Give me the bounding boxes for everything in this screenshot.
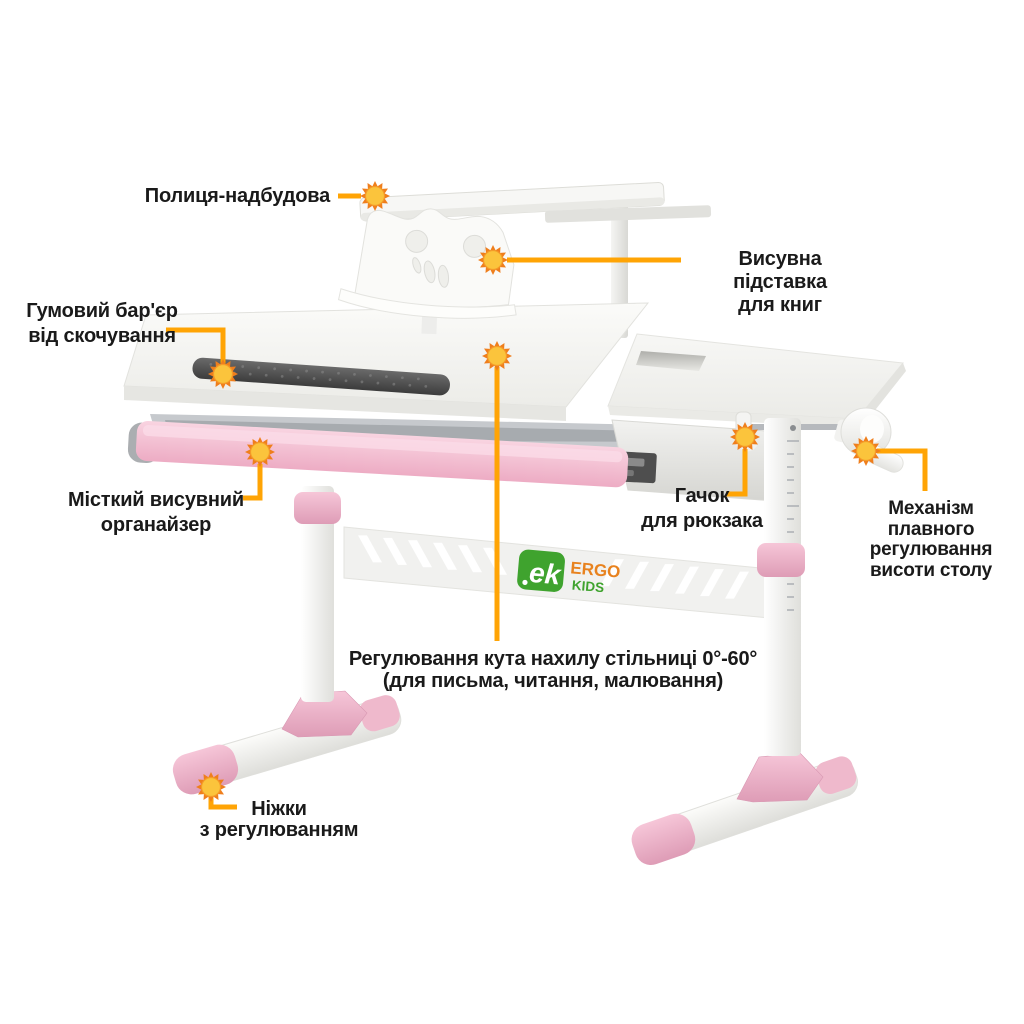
callout-line-barrier [166,327,226,365]
crossbar-slash [700,569,724,597]
sun-marker [482,341,512,371]
crossbar-slash [458,545,482,573]
crossbar-slash [725,571,749,599]
label-line: плавного [887,518,975,540]
crossbar-slash [433,542,457,570]
callout-line-mechanism [877,448,928,491]
callout-label-hook: Гачок для рюкзака [627,484,777,534]
logo-ek-text: ek [528,557,563,591]
callout-line-organizer [243,464,263,501]
callout-line-hook [726,449,748,497]
right-leg-clamp [757,543,805,577]
sun-marker [208,359,238,389]
sun-marker [245,437,275,467]
crossbar-slash [675,566,699,594]
crossbar-slash [358,535,382,563]
sun-marker [851,436,881,466]
label-line: (для письма, читання, малювання) [382,670,724,692]
callout-label-height-mechanism: Механізм плавного регулювання висоти сто… [848,498,1014,581]
label-line: для книг [738,294,822,316]
sun-marker [360,181,390,211]
label-line: органайзер [100,514,212,536]
crossbar-slash [625,561,649,589]
callout-label-rubber-barrier: Гумовий бар'єр від скочування [22,299,182,349]
label-line: регулювання [869,539,993,560]
callout-lines [166,193,928,810]
crossbar: ek ERGO KIDS [343,526,771,619]
sun-markers [196,181,881,802]
crossbar-slash [383,537,407,565]
label-line: Гачок [674,485,730,507]
book-stand [337,208,517,335]
crossbar-slash [650,564,674,592]
shelf-pole [611,196,628,338]
label-line: Гумовий бар'єр [26,300,178,322]
label-line: Висувна підставка [733,248,827,293]
crossbar-slashes [358,535,749,599]
sun-marker [196,772,226,802]
label-line: від скочування [28,325,176,347]
brand-logo: ek ERGO KIDS [517,549,622,596]
label-line: Місткий висувний [68,489,244,511]
callout-label-organizer: Місткий висувний органайзер [65,488,247,538]
logo-kids-text: KIDS [571,578,604,596]
organizer-drawer [127,421,629,488]
label-line: Механізм [888,498,974,519]
left-leg-clamp [294,492,341,524]
logo-ergo-text: ERGO [570,558,622,581]
label-line: Полиця-надбудова [144,185,330,207]
callout-label-tilt: Регулювання кута нахилу стільниці 0°-60°… [343,648,763,692]
callout-label-feet: Ніжки з регулюванням [199,799,359,841]
label-line: Ніжки [251,798,307,820]
label-line: Регулювання кута нахилу стільниці 0°-60° [348,648,758,670]
right-leg [631,418,858,865]
shelf-rail [544,205,712,223]
label-line: висоти столу [869,559,993,581]
crossbar-slash [408,540,432,568]
sun-marker [478,245,508,275]
label-line: з регулюванням [199,819,359,841]
callout-label-book-stand: Висувна підставка для книг [690,248,870,317]
crossbar-slash [600,559,624,587]
callout-label-shelf: Полиця-надбудова [90,185,330,208]
label-line: для рюкзака [641,510,763,532]
sun-marker [730,422,760,452]
left-leg [172,486,402,795]
